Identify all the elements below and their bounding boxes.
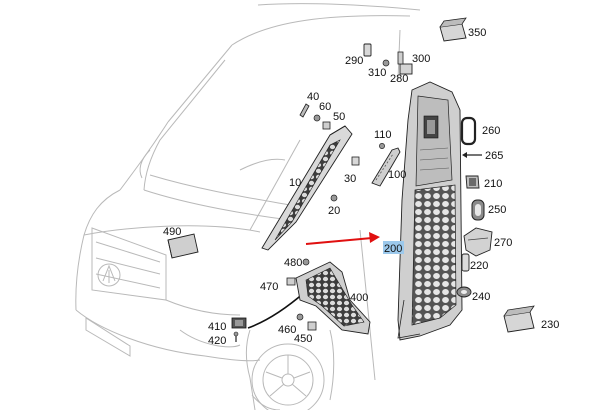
part-label-270: 270: [494, 237, 512, 249]
part-label-10: 10: [289, 177, 301, 189]
part-280-pin: [397, 51, 404, 65]
pointer-arrow-410-400: [247, 291, 306, 329]
part-label-450: 450: [294, 333, 312, 345]
part-label-20: 20: [328, 205, 340, 217]
part-210-clip: [465, 175, 480, 189]
part-label-480: 480: [284, 257, 302, 269]
part-410-connector: [231, 317, 247, 329]
part-270-cover: [463, 227, 493, 257]
part-20-screw: [330, 194, 338, 202]
vehicle-outline: [75, 3, 421, 415]
part-420-screw: [233, 331, 239, 342]
part-265-pin: [462, 152, 482, 158]
part-240-round-clip: [456, 286, 472, 298]
part-10-a-pillar-trim: [261, 125, 353, 251]
part-300-bracket: [399, 63, 413, 75]
part-label-210: 210: [484, 178, 502, 190]
part-100-trim-strip: [371, 147, 401, 187]
part-310-screw: [382, 59, 390, 67]
part-label-410: 410: [208, 321, 226, 333]
part-230-box: [503, 305, 535, 333]
part-label-220: 220: [470, 260, 488, 272]
part-490-box: [167, 233, 199, 259]
part-label-40: 40: [307, 91, 319, 103]
part-label-50: 50: [333, 111, 345, 123]
part-label-260: 260: [482, 125, 500, 137]
part-label-60: 60: [319, 101, 331, 113]
part-290-clip: [363, 43, 372, 57]
part-30-clip: [351, 156, 360, 166]
part-label-280: 280: [390, 73, 408, 85]
part-220-peg: [461, 253, 470, 272]
part-label-200: 200: [384, 243, 402, 255]
part-350-box: [439, 17, 467, 42]
part-60-screw: [313, 114, 321, 122]
part-label-265: 265: [485, 150, 503, 162]
part-label-490: 490: [163, 226, 181, 238]
part-label-30: 30: [344, 173, 356, 185]
part-470-clip: [286, 277, 296, 286]
part-200-b-pillar-trim: [397, 81, 463, 341]
part-label-240: 240: [472, 291, 490, 303]
part-260-seal-ring: [460, 116, 477, 146]
part-label-100: 100: [388, 169, 406, 181]
part-label-250: 250: [488, 204, 506, 216]
part-label-350: 350: [468, 27, 486, 39]
part-label-400: 400: [350, 292, 368, 304]
part-label-290: 290: [345, 55, 363, 67]
part-label-470: 470: [260, 281, 278, 293]
part-400-lower-trim: [295, 261, 371, 335]
part-50-clip: [322, 121, 331, 130]
part-480-clip: [302, 258, 310, 266]
part-460-screw: [296, 313, 304, 321]
part-40-fastener-strip: [299, 103, 310, 118]
part-110-screw: [379, 143, 385, 149]
part-label-460: 460: [278, 324, 296, 336]
part-label-310: 310: [368, 67, 386, 79]
part-450-clip: [307, 321, 317, 331]
part-label-420: 420: [208, 335, 226, 347]
part-label-110: 110: [374, 129, 392, 141]
part-label-230: 230: [541, 319, 559, 331]
part-250-grommet: [471, 199, 485, 221]
callout-arrow: [305, 232, 380, 245]
part-label-300: 300: [412, 53, 430, 65]
label-highlight-200: [383, 241, 404, 254]
